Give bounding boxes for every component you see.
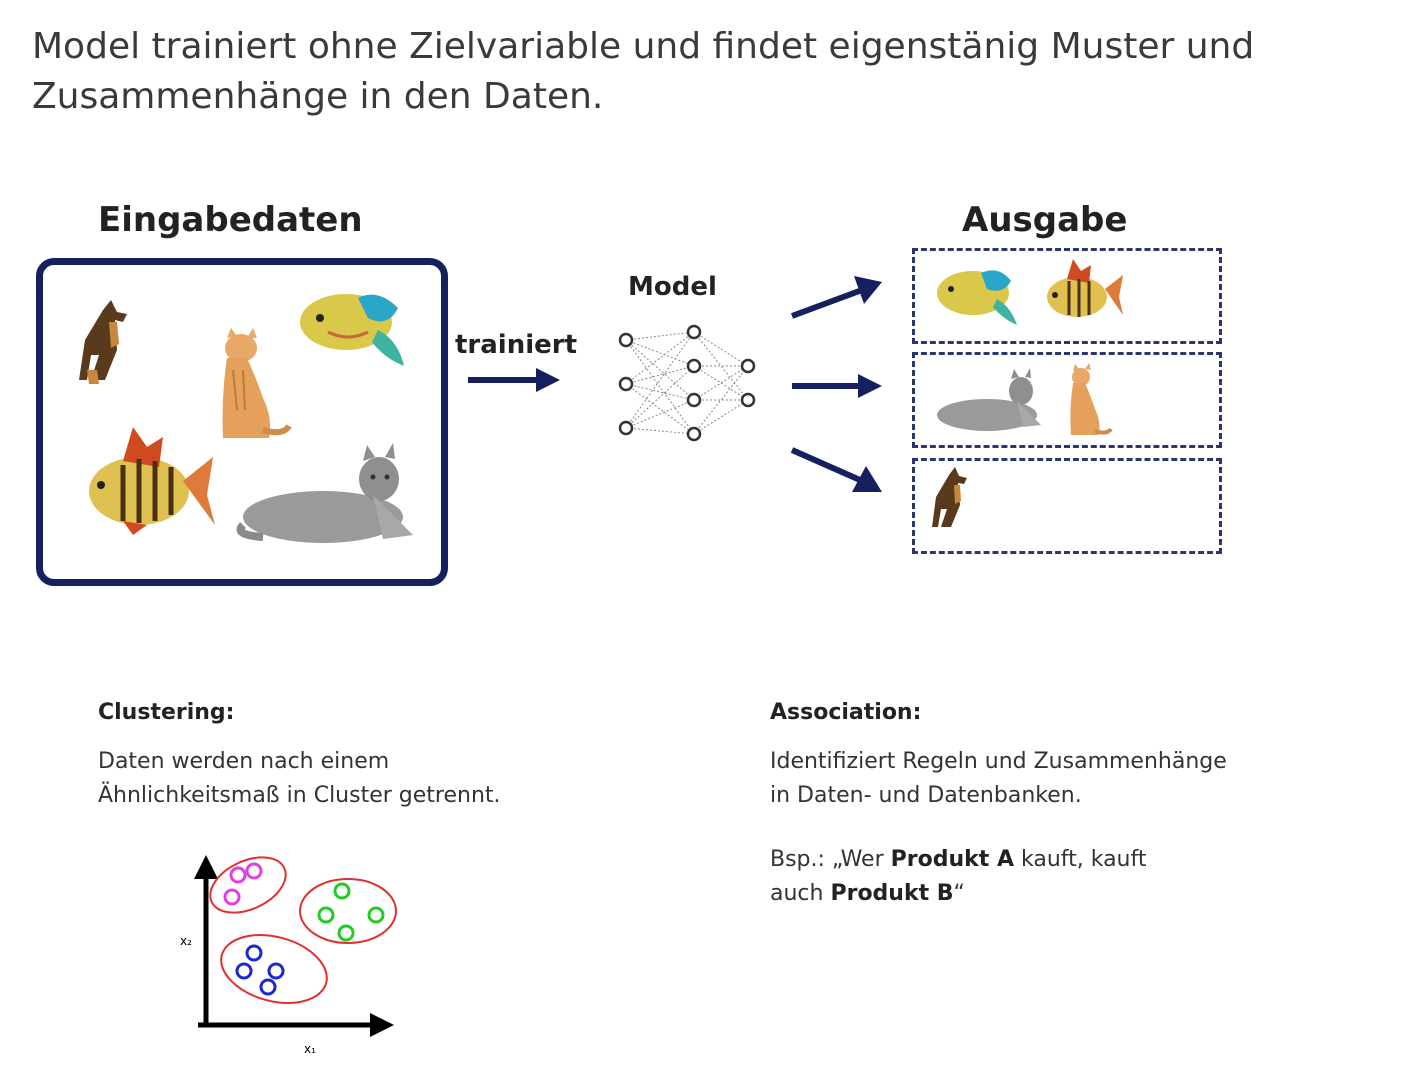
axis-x-label: x₁ — [304, 1042, 316, 1056]
association-line-1: Identifiziert Regeln und Zusammenhänge — [770, 749, 1227, 774]
product-a: Produkt A — [890, 847, 1014, 872]
clustering-plot: x₂ x₁ — [180, 855, 397, 1056]
input-title: Eingabedaten — [98, 200, 363, 240]
fish-image — [937, 270, 1017, 325]
cluster-points-green — [317, 882, 385, 942]
output-group-fish — [912, 248, 1222, 344]
cluster-outline-blue — [220, 934, 328, 1004]
clustering-line-1: Daten werden nach einem — [98, 749, 390, 774]
cluster-points-magenta — [223, 862, 263, 906]
input-data-box — [36, 258, 448, 586]
output-group-dog — [912, 458, 1222, 554]
association-title: Association: — [770, 700, 922, 725]
arrow-to-group-3 — [790, 447, 882, 492]
cluster-outline-green — [299, 878, 397, 944]
dog-image — [79, 300, 127, 384]
headline: Model trainiert ohne Zielvariable und fi… — [32, 26, 1255, 117]
fish-image — [1047, 259, 1123, 317]
cat-image — [236, 443, 413, 543]
association-example-line-1: Bsp.: „Wer Produkt A kauft, kauft — [770, 847, 1147, 872]
arrow-to-group-1 — [790, 276, 882, 319]
clustering-line-2: Ähnlichkeitsmaß in Cluster getrennt. — [98, 783, 501, 808]
axis-y-label: x₂ — [180, 934, 192, 948]
model-label: Model — [628, 272, 717, 302]
axes — [194, 855, 394, 1037]
neural-network-icon — [618, 324, 756, 442]
cat-image — [1070, 363, 1113, 435]
train-arrow — [468, 368, 560, 392]
cat-image — [937, 368, 1041, 431]
dog-image — [932, 467, 967, 527]
cluster-points-blue — [235, 944, 285, 996]
output-group-cats — [912, 352, 1222, 448]
product-b: Produkt B — [830, 881, 954, 906]
fish-image — [300, 294, 404, 366]
cluster-outline-magenta — [209, 856, 287, 914]
output-arrows — [790, 276, 882, 492]
association-example-line-2: auch Produkt B“ — [770, 881, 965, 906]
input-animals — [79, 294, 413, 543]
output-title: Ausgabe — [962, 200, 1128, 240]
clustering-title: Clustering: — [98, 700, 235, 725]
association-line-2: in Daten- und Datenbanken. — [770, 783, 1082, 808]
arrow-to-group-2 — [792, 374, 882, 398]
fish-image — [89, 427, 215, 535]
cat-image — [222, 328, 292, 438]
train-label: trainiert — [455, 330, 578, 360]
